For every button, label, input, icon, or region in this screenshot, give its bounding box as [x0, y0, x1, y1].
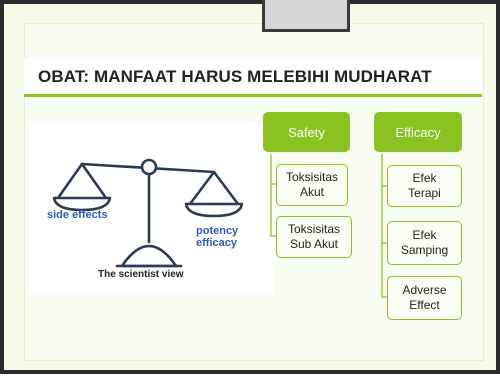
scale-pivot: [140, 158, 158, 176]
scale-drawing: [52, 154, 387, 298]
leaf-line: Efek: [412, 228, 437, 242]
slide-top-tab: [262, 0, 350, 32]
leaf-line: Effect: [409, 298, 440, 312]
group-node-safety: Safety: [263, 112, 350, 152]
connector-safety-2: [270, 184, 276, 237]
scale-caption: The scientist view: [98, 269, 184, 280]
title-band: [24, 58, 482, 94]
leaf-line: Akut: [299, 185, 324, 199]
leaf-line: Efek: [412, 171, 437, 185]
group-node-label: Efficacy: [395, 124, 441, 140]
leaf-line: Sub Akut: [289, 237, 339, 251]
leaf-line: Samping: [400, 243, 449, 257]
scale-base: [120, 244, 178, 268]
leaf-line: Toksisitas: [287, 222, 340, 236]
right-pan: [184, 202, 244, 218]
leaf-line: Adverse: [402, 283, 447, 297]
right-pan-string-left: [188, 170, 216, 206]
slide-title: OBAT: MANFAAT HARUS MELEBIHI MUDHARAT: [38, 67, 432, 86]
left-pan-string-left: [56, 162, 84, 200]
left-pan: [52, 196, 112, 212]
leaf-line: Terapi: [408, 186, 441, 200]
left-pan-string-right: [80, 162, 108, 200]
side-effects-label: side effects: [47, 209, 108, 221]
efficacy-label: efficacy: [196, 237, 237, 249]
leaf-line: Toksisitas: [285, 170, 338, 184]
potency-label: potency: [196, 225, 239, 237]
right-pan-string-right: [212, 170, 240, 206]
connector-efficacy-3: [381, 243, 387, 298]
title-underline: [24, 94, 482, 97]
group-node-efficacy: Efficacy: [374, 112, 462, 152]
group-node-label: Safety: [288, 124, 325, 140]
